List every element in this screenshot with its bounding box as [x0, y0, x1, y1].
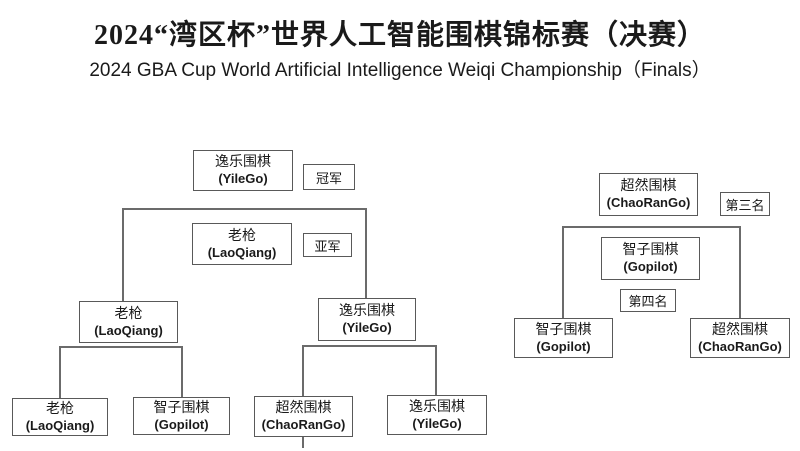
team-name-en: (YileGo) [342, 320, 392, 335]
page-title-chinese: 2024“湾区杯”世界人工智能围棋锦标赛（决赛） [93, 20, 706, 51]
label-runner-up: 亚军 [303, 233, 352, 257]
box-fourth-place: 智子围棋 (Gopilot) [601, 237, 700, 280]
team-name-zh: 智子围棋 [153, 400, 210, 416]
box-champion: 逸乐围棋 (YileGo) [193, 150, 293, 191]
page-title-english: 2024 GBA Cup World Artificial Intelligen… [89, 60, 711, 81]
box-first-round-gopilot: 智子围棋 (Gopilot) [133, 397, 230, 435]
final-bracket-horizontal-line [122, 208, 367, 210]
team-name-zh: 智子围棋 [622, 243, 679, 258]
bottom-stub-line [302, 436, 304, 448]
team-name-en: (ChaoRanGo) [698, 338, 782, 354]
semifinal-left-vertical-line-1 [59, 346, 61, 399]
semifinal-right-vertical-line-1 [302, 345, 304, 397]
team-name-zh: 逸乐围棋 [339, 304, 395, 319]
semifinal-right-vertical-line-2 [435, 345, 437, 396]
team-name-en: (LaoQiang) [94, 322, 163, 338]
semifinal-right-horizontal-line [302, 345, 437, 347]
box-first-round-yilego: 逸乐围棋 (YileGo) [387, 395, 487, 435]
box-first-round-laoqiang: 老枪 (LaoQiang) [12, 398, 108, 436]
label-third-place: 第三名 [720, 192, 770, 216]
box-third-match-left: 智子围棋 (Gopilot) [514, 318, 613, 358]
team-name-en: (Gopilot) [154, 416, 209, 432]
third-place-right-vertical-line [739, 226, 741, 318]
semifinal-left-horizontal-line [59, 346, 183, 348]
box-third-place-winner: 超然围棋 (ChaoRanGo) [599, 173, 698, 216]
team-name-en: (Gopilot) [623, 259, 678, 274]
team-name-en: (Gopilot) [536, 338, 591, 354]
team-name-en: (ChaoRanGo) [261, 417, 346, 432]
label-fourth-place: 第四名 [620, 289, 676, 312]
team-name-zh: 逸乐围棋 [215, 155, 271, 170]
team-name-zh: 超然围棋 [620, 179, 677, 194]
box-runner-up: 老枪 (LaoQiang) [192, 223, 292, 265]
box-first-round-chaorango: 超然围棋 (ChaoRanGo) [254, 396, 353, 437]
semifinal-left-vertical-line-2 [181, 346, 183, 398]
team-name-en: (YileGo) [218, 171, 268, 186]
box-third-match-right: 超然围棋 (ChaoRanGo) [690, 318, 790, 358]
team-name-zh: 老枪 [46, 401, 74, 417]
final-bracket-right-vertical-line [365, 208, 367, 299]
team-name-zh: 智子围棋 [535, 322, 592, 338]
third-place-left-vertical-line [562, 226, 564, 319]
team-name-zh: 老枪 [114, 306, 143, 322]
label-champion: 冠军 [303, 164, 355, 190]
team-name-zh: 超然围棋 [712, 322, 768, 338]
third-place-horizontal-line [562, 226, 741, 228]
box-semifinal-right: 逸乐围棋 (YileGo) [318, 298, 416, 341]
box-semifinal-left: 老枪 (LaoQiang) [79, 301, 178, 343]
team-name-zh: 逸乐围棋 [409, 399, 465, 415]
final-bracket-left-vertical-line [122, 208, 124, 302]
team-name-zh: 老枪 [228, 228, 256, 244]
team-name-en: (LaoQiang) [207, 244, 277, 260]
team-name-en: (LaoQiang) [25, 417, 95, 433]
team-name-en: (ChaoRanGo) [606, 195, 691, 210]
team-name-zh: 超然围棋 [275, 401, 332, 416]
team-name-en: (YileGo) [412, 415, 462, 431]
